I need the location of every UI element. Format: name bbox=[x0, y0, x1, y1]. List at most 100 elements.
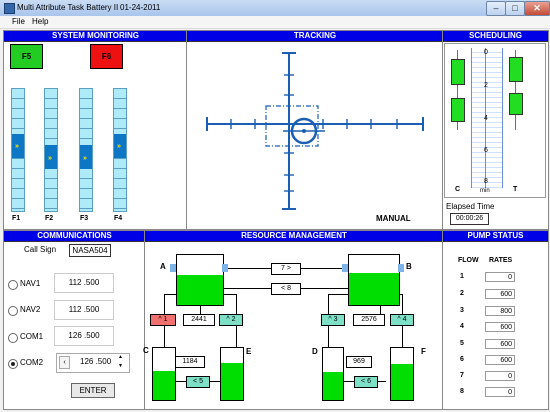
f5-button[interactable]: F5 bbox=[10, 44, 43, 69]
freq-com2[interactable]: 126 .500 bbox=[80, 357, 112, 366]
freq-nav2: 112 .500 bbox=[54, 300, 114, 320]
pump-status-1-label: 1 bbox=[460, 273, 464, 280]
pump-4-label: 4 bbox=[402, 316, 407, 323]
schedule-t-line bbox=[515, 50, 516, 130]
pump-status-5-rate: 600 bbox=[485, 339, 515, 349]
call-sign-value: NASA504 bbox=[69, 244, 111, 257]
tick-2: 2 bbox=[484, 82, 488, 89]
tracking-header: TRACKING bbox=[187, 31, 443, 42]
system-monitoring-header: SYSTEM MONITORING bbox=[4, 31, 187, 42]
arrow-left-icon: < bbox=[361, 378, 366, 385]
schedule-c-line bbox=[457, 50, 458, 130]
scale-f1[interactable]: » bbox=[11, 88, 25, 212]
menu-help[interactable]: Help bbox=[32, 17, 49, 26]
resource-management-header: RESOURCE MANAGEMENT bbox=[145, 231, 443, 242]
schedule-c-block-1 bbox=[451, 59, 465, 85]
elapsed-time-value: 00:00:26 bbox=[450, 213, 489, 225]
f6-button[interactable]: F6 bbox=[90, 44, 123, 69]
tank-d-fill bbox=[323, 371, 343, 400]
pump-5-button[interactable]: < 5 bbox=[186, 376, 210, 388]
pump-status-6-label: 6 bbox=[460, 356, 464, 363]
spin-up-button[interactable]: ▲ bbox=[118, 354, 123, 360]
pump-8-button[interactable]: < 8 bbox=[271, 283, 301, 295]
tick-6: 6 bbox=[484, 147, 488, 154]
communications-header: COMMUNICATIONS bbox=[4, 231, 145, 242]
pump-8-label: 8 bbox=[287, 285, 291, 292]
spin-left-button[interactable]: ‹ bbox=[59, 356, 70, 369]
window-date: 01-24-2011 bbox=[120, 3, 161, 12]
pump-status-3-rate: 800 bbox=[485, 306, 515, 316]
scale-f2-pointer bbox=[45, 145, 57, 169]
radio-nav2[interactable] bbox=[8, 306, 18, 316]
pump-1-button[interactable]: ^ 1 bbox=[150, 314, 176, 326]
f6-label: F6 bbox=[101, 52, 112, 61]
tank-d-label: D bbox=[312, 347, 318, 356]
enter-button[interactable]: ENTER bbox=[71, 383, 115, 398]
tank-c-level: 1184 bbox=[175, 356, 205, 368]
pump-status-6-rate: 600 bbox=[485, 355, 515, 365]
tank-c-label: C bbox=[143, 346, 149, 355]
tank-a-valve-right bbox=[222, 264, 228, 272]
channel-com2-label: COM2 bbox=[20, 358, 44, 367]
pump-status-7-label: 7 bbox=[460, 372, 464, 379]
minimize-button[interactable]: – bbox=[486, 1, 506, 16]
pump-6-label: 6 bbox=[367, 378, 371, 385]
tank-e bbox=[220, 347, 244, 401]
tick-4: 4 bbox=[484, 115, 488, 122]
pump-5-label: 5 bbox=[199, 378, 203, 385]
tracking-mode: MANUAL bbox=[376, 214, 411, 223]
tank-a-fill bbox=[177, 275, 223, 305]
pump-status-4-rate: 600 bbox=[485, 322, 515, 332]
tank-a-label: A bbox=[160, 262, 166, 271]
menu-file[interactable]: File bbox=[12, 17, 25, 26]
schedule-unit: min bbox=[480, 188, 490, 194]
freq-com2-spinner[interactable] bbox=[56, 353, 130, 373]
spin-down-button[interactable]: ▼ bbox=[118, 363, 123, 369]
pump-status-header: PUMP STATUS bbox=[443, 231, 548, 242]
tick-8: 8 bbox=[484, 178, 488, 185]
pump-2-button[interactable]: ^ 2 bbox=[219, 314, 243, 326]
tick-0: 0 bbox=[484, 49, 488, 56]
arrow-up-icon: ^ bbox=[158, 316, 162, 323]
scale-f4-pointer bbox=[114, 134, 126, 158]
call-sign-label: Call Sign bbox=[24, 245, 57, 254]
pump-7-button[interactable]: 7 > bbox=[271, 263, 301, 275]
pump-3-button[interactable]: ^ 3 bbox=[321, 314, 345, 326]
pump-3-label: 3 bbox=[333, 316, 338, 323]
pump-status-8-label: 8 bbox=[460, 388, 464, 395]
scale-f4[interactable]: » bbox=[113, 88, 127, 212]
tank-c bbox=[152, 347, 176, 401]
scale-f1-label: F1 bbox=[12, 215, 21, 222]
f5-label: F5 bbox=[21, 52, 32, 61]
tank-b-fill bbox=[349, 273, 399, 305]
arrow-icon: » bbox=[83, 155, 87, 162]
scale-f1-pointer bbox=[12, 134, 24, 158]
scale-f2[interactable]: » bbox=[44, 88, 58, 212]
scale-f3-label: F3 bbox=[80, 215, 89, 222]
close-button[interactable]: ✕ bbox=[524, 1, 550, 16]
tracking-reticle[interactable] bbox=[187, 31, 443, 229]
pump-2-label: 2 bbox=[231, 316, 236, 323]
pump-status-3-label: 3 bbox=[460, 307, 464, 314]
tank-b-level: 2576 bbox=[353, 314, 385, 326]
tank-f-fill bbox=[391, 363, 413, 400]
menu-bar bbox=[0, 16, 550, 29]
tank-b bbox=[348, 254, 400, 306]
pump-7-label: 7 bbox=[281, 265, 285, 272]
pump-6-button[interactable]: < 6 bbox=[354, 376, 378, 388]
radio-nav1[interactable] bbox=[8, 280, 18, 290]
tank-e-label: E bbox=[246, 347, 252, 356]
radio-com2[interactable] bbox=[8, 359, 18, 369]
schedule-t-block-2 bbox=[509, 93, 523, 115]
elapsed-time-label: Elapsed Time bbox=[446, 202, 495, 211]
maximize-button[interactable]: □ bbox=[505, 1, 525, 16]
timeline-center bbox=[485, 48, 486, 188]
scale-f3[interactable]: » bbox=[79, 88, 93, 212]
arrow-icon: » bbox=[48, 155, 52, 162]
pump-4-button[interactable]: ^ 4 bbox=[390, 314, 414, 326]
radio-com1[interactable] bbox=[8, 333, 18, 343]
channel-com1-label: COM1 bbox=[20, 332, 44, 341]
window-title: Multi Attribute Task Battery II bbox=[17, 3, 119, 12]
pump-1-label: 1 bbox=[163, 316, 168, 323]
arrow-left-icon: < bbox=[281, 285, 286, 292]
